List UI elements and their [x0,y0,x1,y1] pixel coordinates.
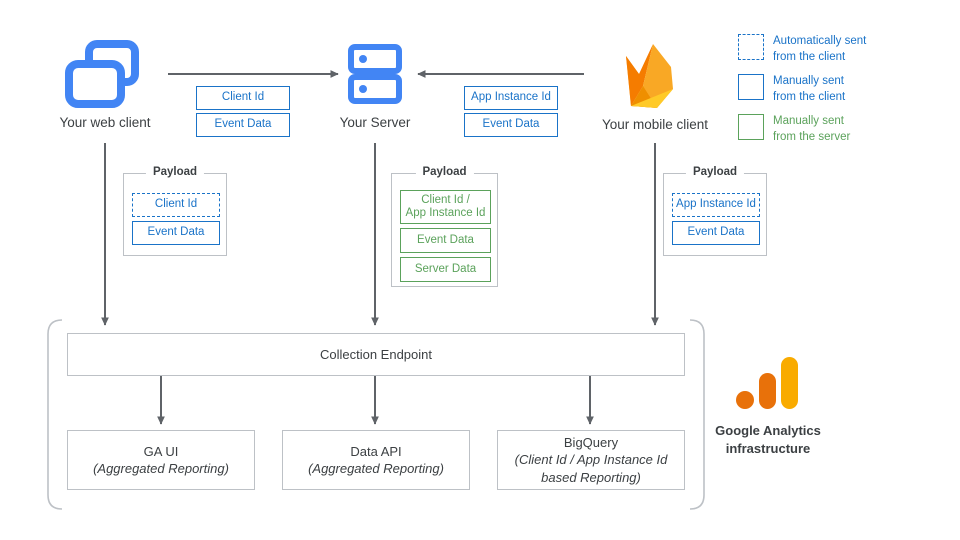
mobile-payload-box: Payload App Instance Id Event Data [663,166,767,256]
legend-item-manual-client: Manually sent from the client [738,74,845,105]
mobile-client-node: Your mobile client [585,34,725,132]
legend-label-automatic-client: Automatically sent from the client [773,34,866,65]
collection-endpoint-label: Collection Endpoint [319,346,433,362]
output-title-bigquery: BigQuery [563,435,619,451]
server-payload-box: Payload Client Id / App Instance Id Even… [391,166,498,287]
mobile-payload-item-event-data: Event Data [672,221,760,245]
mobile-client-label: Your mobile client [601,117,709,132]
transit-chip-app-instance-id: App Instance Id [464,86,558,110]
legend-swatch-dashed-blue [738,34,764,60]
web-payload-box: Payload Client Id Event Data [123,166,227,256]
legend-line2-manual-server: from the server [773,130,851,143]
legend-line1-manual-client: Manually sent [773,75,844,87]
legend-line1-automatic: Automatically sent [773,35,867,47]
infrastructure-caption: Google Analytics infrastructure [688,422,848,457]
google-analytics-icon [736,357,798,409]
server-label: Your Server [339,115,411,130]
server-payload-item-event-data: Event Data [400,228,491,253]
legend-item-automatic-client: Automatically sent from the client [738,34,866,65]
web-payload-item-event-data: Event Data [132,221,220,245]
output-box-bigquery: BigQuery (Client Id / App Instance Id ba… [497,430,685,490]
collection-endpoint-box: Collection Endpoint [67,333,685,376]
output-subtitle-data-api: (Aggregated Reporting) [308,461,444,476]
firebase-icon [626,44,673,108]
legend-label-manual-server: Manually sent from the server [773,114,850,145]
legend-line2-manual-client: from the client [773,90,846,103]
web-client-node: Your web client [45,38,165,130]
legend-line2-automatic: from the client [773,50,846,63]
infrastructure-bracket-right [689,319,705,510]
transit-chip-event-data: Event Data [196,113,290,137]
infrastructure-caption-line2: infrastructure [725,440,811,456]
output-subtitle-bigquery: (Client Id / App Instance Id based Repor… [514,452,668,485]
server-node: Your Server [315,40,435,130]
web-client-label: Your web client [59,115,151,130]
server-payload-item-server-data: Server Data [400,257,491,282]
infrastructure-caption-line1: Google Analytics [715,423,821,438]
mobile-payload-item-app-instance-id: App Instance Id [672,193,760,217]
infrastructure-bracket-left [47,319,63,510]
legend-swatch-solid-blue [738,74,764,100]
web-payload-legend: Payload [145,166,205,178]
legend-label-manual-client: Manually sent from the client [773,74,845,105]
legend-line1-manual-server: Manually sent [773,115,844,127]
output-subtitle-ga-ui: (Aggregated Reporting) [93,461,229,476]
server-payload-legend: Payload [415,166,474,178]
web-client-icon [65,40,139,108]
server-payload-item-ids: Client Id / App Instance Id [400,190,491,224]
output-box-ga-ui: GA UI (Aggregated Reporting) [67,430,255,490]
transit-chip-event-data-mobile: Event Data [464,113,558,137]
web-payload-item-client-id: Client Id [132,193,220,217]
mobile-payload-legend: Payload [685,166,745,178]
transit-chip-client-id: Client Id [196,86,290,110]
output-title-ga-ui: GA UI [143,443,179,459]
output-box-data-api: Data API (Aggregated Reporting) [282,430,470,490]
legend-swatch-solid-green [738,114,764,140]
legend-item-manual-server: Manually sent from the server [738,114,850,145]
output-title-data-api: Data API [350,443,402,459]
server-icon [348,44,402,104]
